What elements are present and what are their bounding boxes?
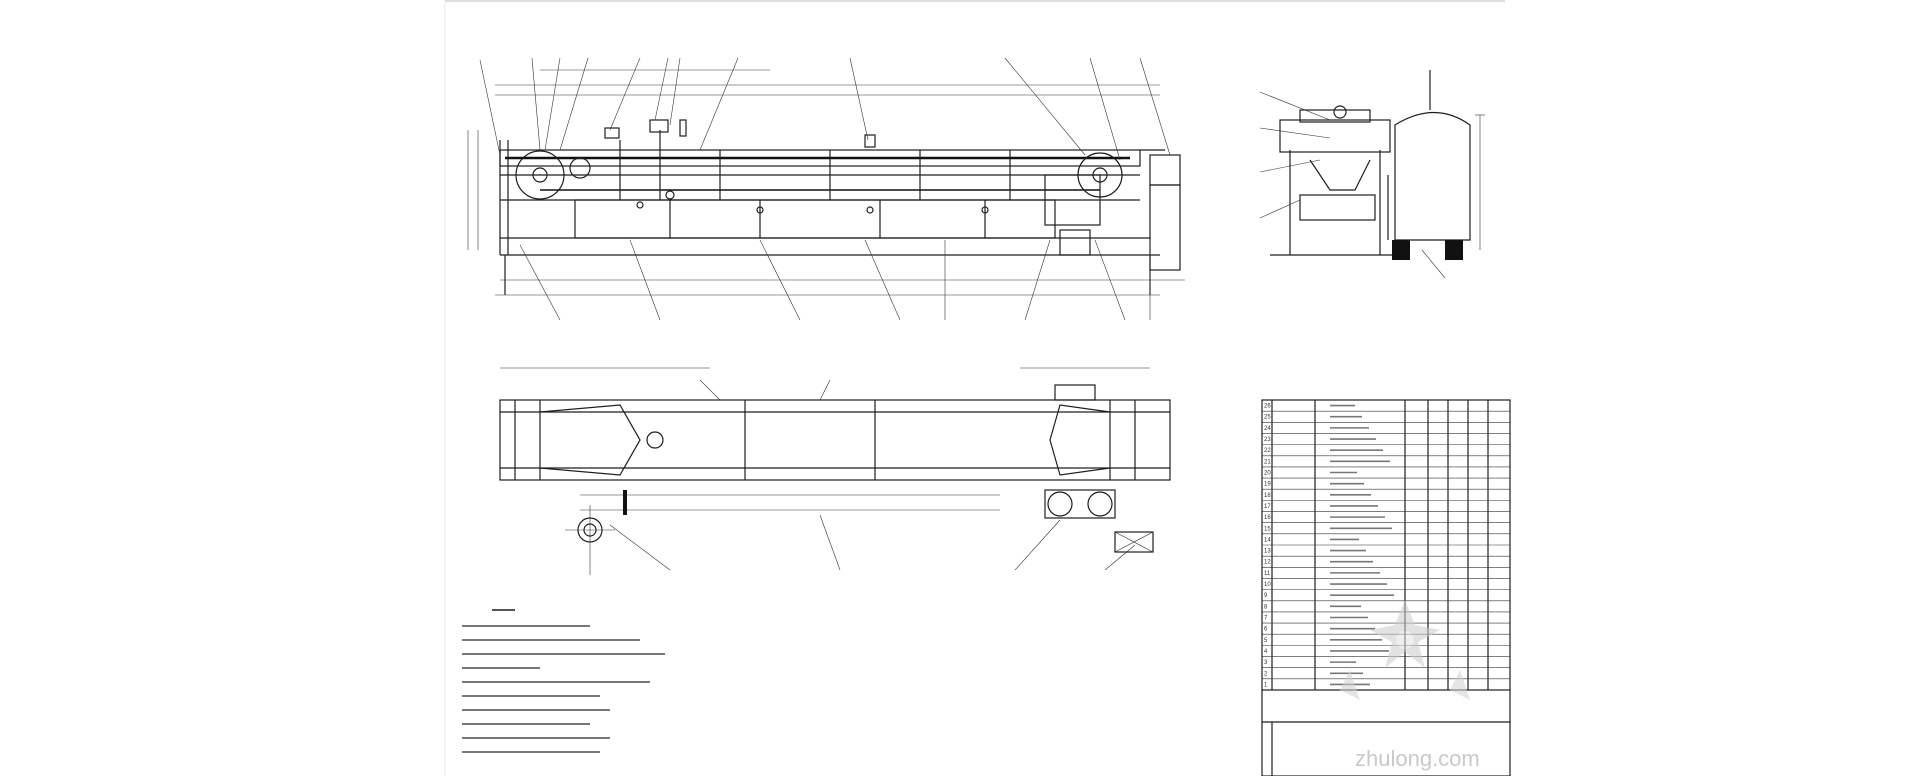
- table-row-number: 18: [1264, 493, 1271, 499]
- front-elevation-view: [467, 57, 1185, 321]
- table-row-number: 7: [1264, 616, 1268, 622]
- watermark-text: zhulong.com: [1355, 746, 1480, 771]
- zhulong-logo-icon: [1340, 600, 1470, 700]
- technical-notes: [462, 609, 665, 753]
- table-row-number: 9: [1264, 593, 1268, 599]
- table-row-number: 22: [1264, 448, 1271, 454]
- table-row-number: 16: [1264, 515, 1271, 521]
- table-row-number: 25: [1264, 415, 1271, 421]
- sheet-border: [444, 0, 1505, 776]
- table-row-number: 15: [1264, 526, 1271, 532]
- table-row-number: 24: [1264, 426, 1271, 432]
- table-row-number: 20: [1264, 471, 1271, 477]
- table-row-number: 23: [1264, 437, 1271, 443]
- table-row-number: 17: [1264, 504, 1271, 510]
- parts-list-table: 2625242322212019181716151413121110987654…: [1261, 399, 1511, 776]
- table-row-number: 14: [1264, 537, 1271, 543]
- plan-view: [499, 367, 1171, 575]
- table-row-number: 19: [1264, 482, 1271, 488]
- watermark: zhulong.com: [1340, 600, 1480, 771]
- table-row-number: 12: [1264, 560, 1271, 566]
- table-row-number: 10: [1264, 582, 1271, 588]
- table-row-number: 2: [1264, 671, 1268, 677]
- table-row-number: 13: [1264, 549, 1271, 555]
- table-row-number: 21: [1264, 459, 1271, 465]
- table-row-number: 8: [1264, 604, 1268, 610]
- table-row-number: 1: [1264, 682, 1268, 688]
- table-row-number: 3: [1264, 660, 1268, 666]
- table-row-number: 4: [1264, 649, 1268, 655]
- table-row-number: 26: [1264, 404, 1271, 410]
- table-row-number: 5: [1264, 638, 1268, 644]
- table-row-number: 11: [1264, 571, 1271, 577]
- table-row-number: 6: [1264, 627, 1268, 633]
- side-elevation-view: [1259, 70, 1485, 279]
